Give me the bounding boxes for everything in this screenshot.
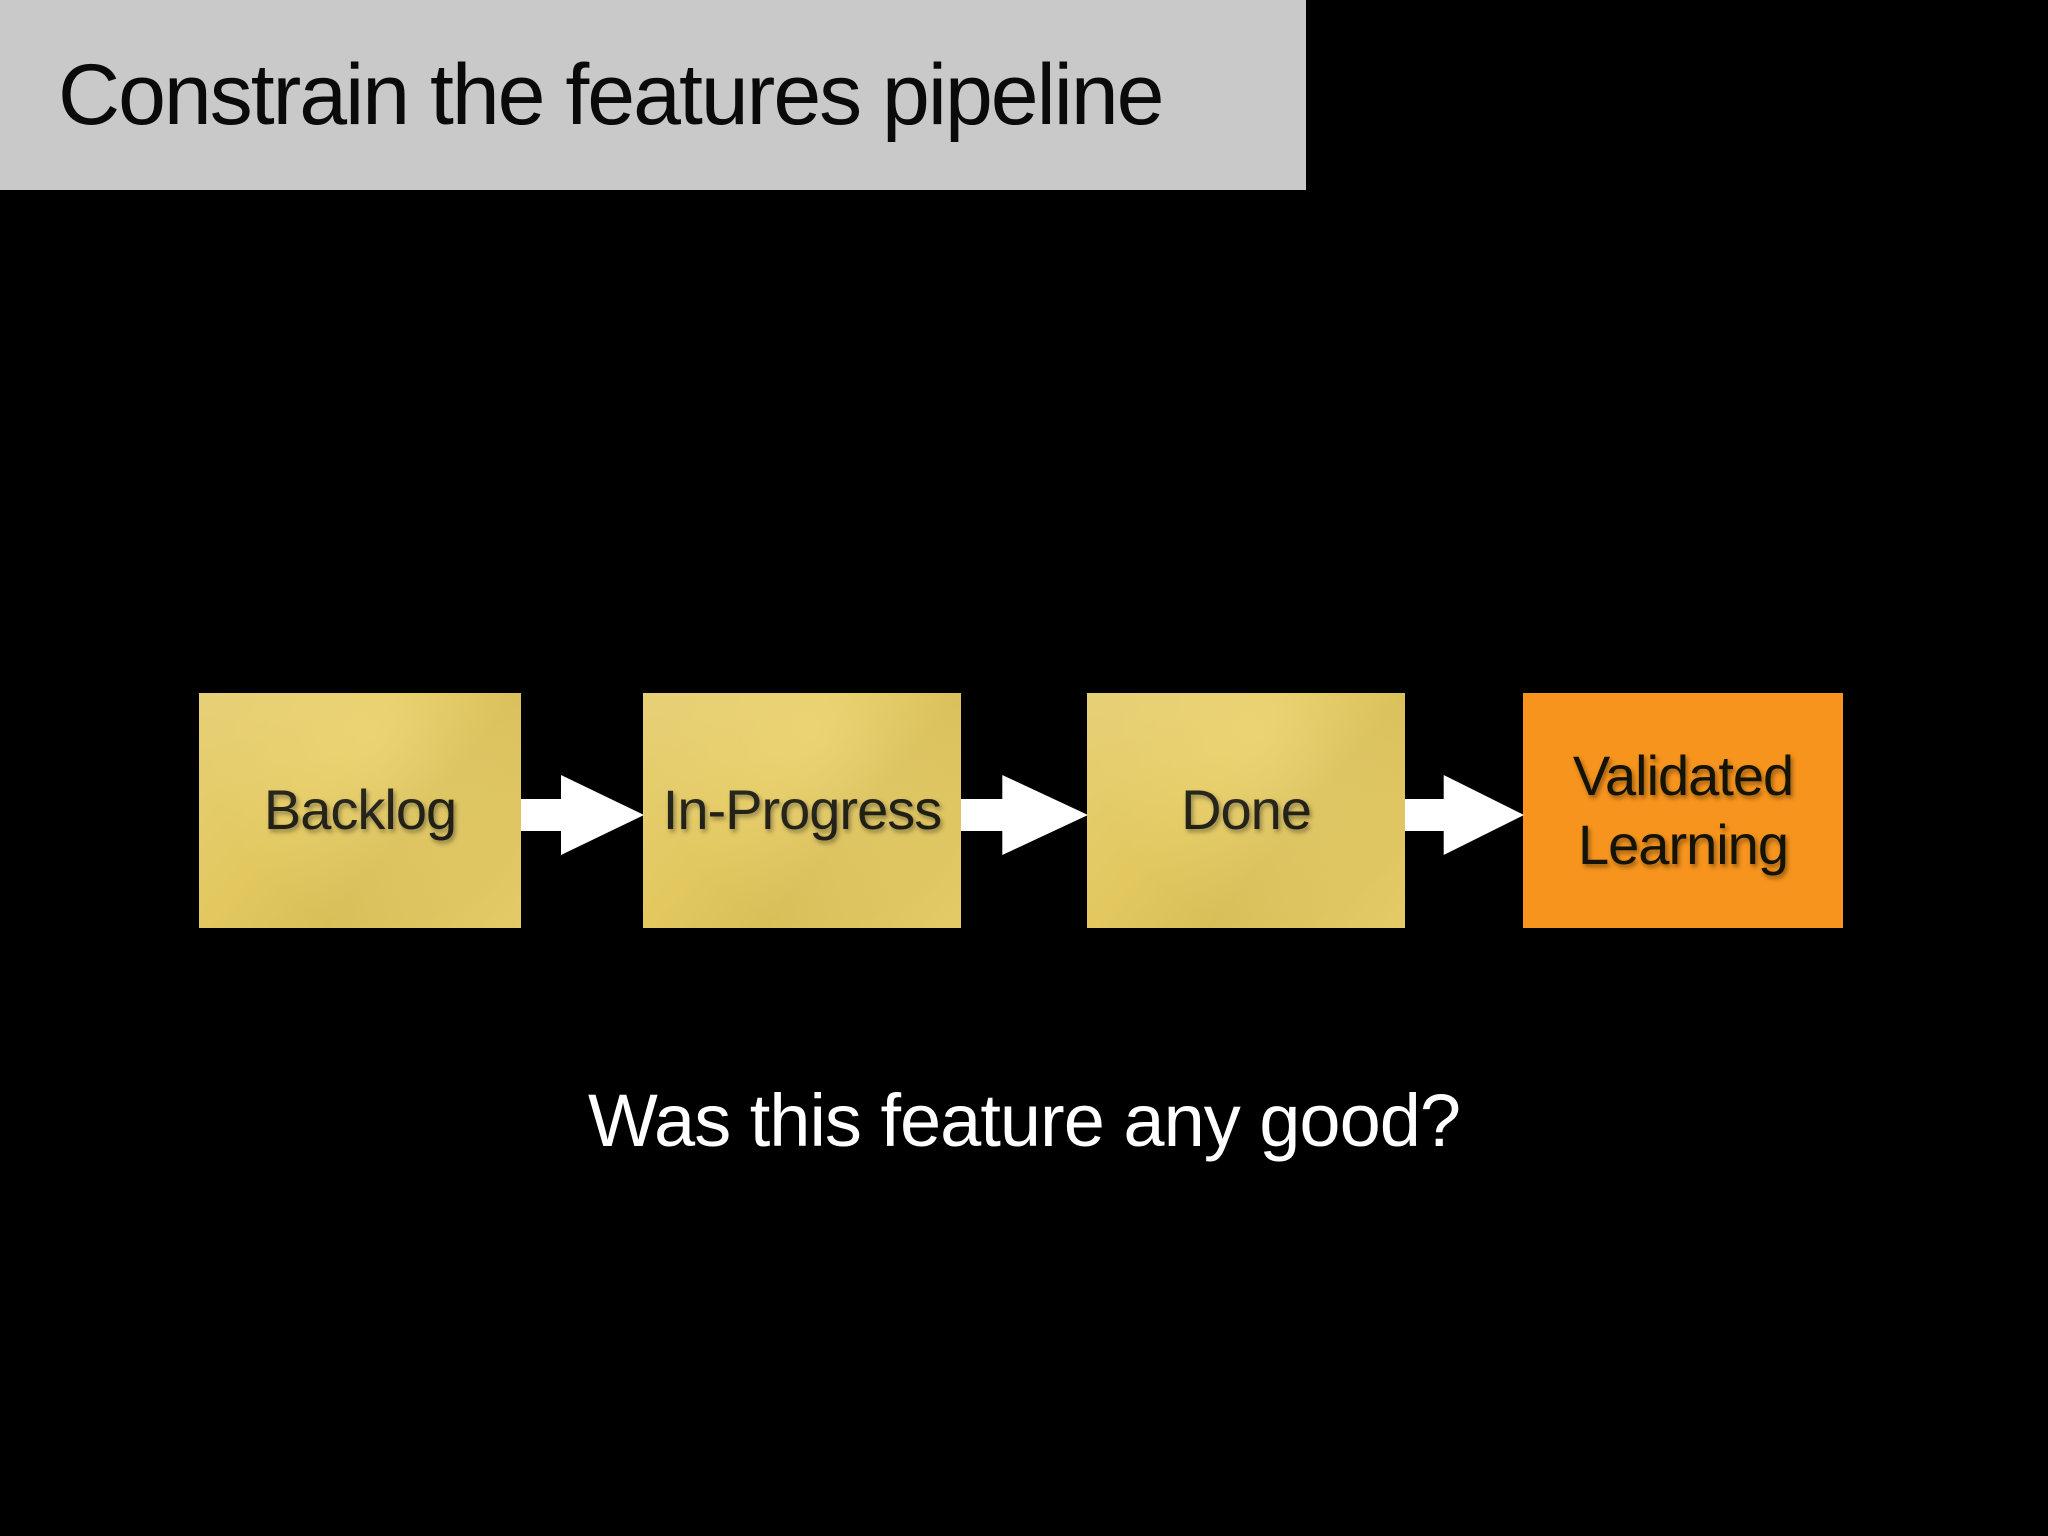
pipeline-stage-backlog: Backlog bbox=[199, 693, 521, 928]
arrow-right-icon bbox=[1405, 775, 1524, 855]
arrow-right-icon bbox=[961, 775, 1088, 855]
slide-title: Constrain the features pipeline bbox=[58, 46, 1165, 143]
pipeline-stage-validated-learning: Validated Learning bbox=[1523, 693, 1843, 928]
pipeline-stage-in-progress: In-Progress bbox=[643, 693, 961, 928]
stage-label: Done bbox=[1181, 778, 1312, 842]
stage-label: Validated Learning bbox=[1572, 744, 1794, 876]
title-bar: Constrain the features pipeline bbox=[0, 0, 1306, 190]
caption-question: Was this feature any good? bbox=[587, 1079, 1461, 1162]
arrow-right-icon bbox=[521, 775, 644, 855]
pipeline-stage-done: Done bbox=[1087, 693, 1405, 928]
stage-label: Backlog bbox=[263, 778, 457, 842]
stage-label: In-Progress bbox=[662, 778, 942, 842]
